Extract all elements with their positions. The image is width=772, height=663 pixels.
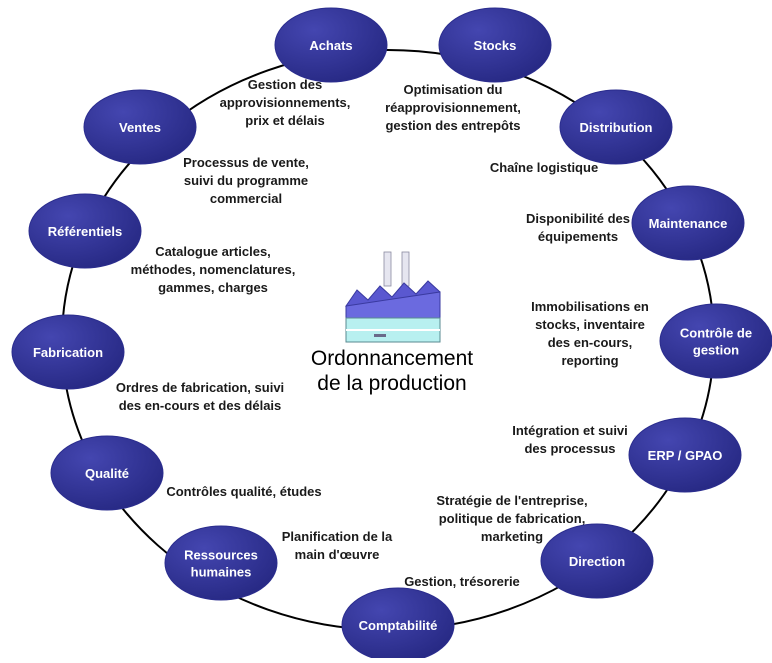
annotation-direction-line: marketing: [481, 529, 543, 544]
center-title-line: Ordonnancement: [311, 347, 473, 370]
node-controle-de-gestion-label: gestion: [693, 343, 739, 358]
node-qualite: Qualité: [50, 435, 164, 511]
annotation-controle-de-gestion-line: stocks, inventaire: [535, 317, 645, 332]
annotation-stocks-line: gestion des entrepôts: [385, 118, 520, 133]
node-direction-shape: [540, 523, 654, 599]
annotation-achats-line: approvisionnements,: [220, 95, 351, 110]
node-stocks: Stocks: [438, 7, 552, 83]
node-distribution: Distribution: [559, 89, 673, 165]
annotation-referentiels-line: gammes, charges: [158, 280, 268, 295]
node-controle-de-gestion-shape: [659, 303, 772, 379]
annotation-comptabilite-line: Gestion, trésorerie: [404, 574, 520, 589]
node-maintenance-label: Maintenance: [649, 216, 728, 231]
node-controle-de-gestion: Contrôle de gestion: [659, 303, 772, 379]
node-ressources-humaines-shape: [164, 525, 278, 601]
annotation-ventes-line: suivi du programme: [184, 173, 308, 188]
annotation-ventes-line: commercial: [210, 191, 282, 206]
annotation-referentiels: Catalogue articles, méthodes, nomenclatur…: [131, 244, 296, 295]
node-qualite-shape: [50, 435, 164, 511]
annotation-controle-de-gestion-line: reporting: [561, 353, 618, 368]
node-fabrication: Fabrication: [11, 314, 125, 390]
annotation-distribution: Chaîne logistique: [490, 160, 598, 175]
annotation-fabrication-line: des en-cours et des délais: [119, 398, 282, 413]
annotation-controle-de-gestion-line: des en-cours,: [548, 335, 633, 350]
node-ressources-humaines: Ressources humaines: [164, 525, 278, 601]
factory-icon: [345, 251, 441, 343]
annotation-ventes-line: Processus de vente,: [183, 155, 309, 170]
annotation-comptabilite: Gestion, trésorerie: [404, 574, 520, 589]
node-erp-gpao-label: ERP / GPAO: [648, 448, 723, 463]
annotation-ressources-humaines: Planification de la main d'œuvre: [282, 529, 393, 562]
annotation-direction-line: politique de fabrication,: [439, 511, 586, 526]
annotation-fabrication: Ordres de fabrication, suivi des en-cours…: [116, 380, 284, 413]
node-comptabilite-label: Comptabilité: [359, 618, 438, 633]
annotation-erp-gpao-line: Intégration et suivi: [512, 423, 628, 438]
annotation-qualite-line: Contrôles qualité, études: [166, 484, 321, 499]
annotation-achats: Gestion des approvisionnements, prix et dé…: [220, 77, 351, 128]
node-ventes: Ventes: [83, 89, 197, 165]
annotation-maintenance-line: équipements: [538, 229, 618, 244]
node-achats: Achats: [274, 7, 388, 83]
node-ressources-humaines-label: Ressources: [184, 548, 258, 563]
annotation-stocks: Optimisation du réapprovisionnement, gesti…: [385, 82, 521, 133]
annotation-achats-line: Gestion des: [248, 77, 322, 92]
annotation-distribution-line: Chaîne logistique: [490, 160, 598, 175]
node-achats-shape: [274, 7, 388, 83]
annotation-ventes: Processus de vente, suivi du programme com…: [183, 155, 309, 206]
node-ventes-shape: [83, 89, 197, 165]
annotation-controle-de-gestion-line: Immobilisations en: [531, 299, 649, 314]
node-controle-de-gestion-label: Contrôle de: [680, 326, 752, 341]
annotation-ressources-humaines-line: Planification de la: [282, 529, 393, 544]
annotation-stocks-line: Optimisation du: [404, 82, 503, 97]
annotation-achats-line: prix et délais: [245, 113, 324, 128]
annotation-stocks-line: réapprovisionnement,: [385, 100, 521, 115]
annotation-fabrication-line: Ordres de fabrication, suivi: [116, 380, 284, 395]
node-maintenance-shape: [631, 185, 745, 261]
node-maintenance: Maintenance: [631, 185, 745, 261]
node-distribution-label: Distribution: [580, 120, 653, 135]
department-nodes: Achats StocksDistributionMaintenanceContr…: [11, 7, 772, 663]
node-direction: Direction: [540, 523, 654, 599]
annotation-qualite: Contrôles qualité, études: [166, 484, 321, 499]
annotation-referentiels-line: Catalogue articles,: [155, 244, 271, 259]
annotation-direction-line: Stratégie de l'entreprise,: [436, 493, 587, 508]
node-erp-gpao: ERP / GPAO: [628, 417, 742, 493]
node-erp-gpao-shape: [628, 417, 742, 493]
node-stocks-label: Stocks: [474, 38, 517, 53]
annotations: Gestion des approvisionnements, prix et dé…: [116, 77, 649, 589]
node-distribution-shape: [559, 89, 673, 165]
node-referentiels-label: Référentiels: [48, 224, 122, 239]
node-achats-label: Achats: [309, 38, 352, 53]
node-fabrication-label: Fabrication: [33, 345, 103, 360]
annotation-direction: Stratégie de l'entreprise, politique de f…: [436, 493, 587, 544]
annotation-controle-de-gestion: Immobilisations en stocks, inventaire des …: [531, 299, 649, 368]
annotation-maintenance-line: Disponibilité des: [526, 211, 630, 226]
annotation-erp-gpao: Intégration et suivi des processus: [512, 423, 628, 456]
node-direction-label: Direction: [569, 554, 625, 569]
node-comptabilite: Comptabilité: [341, 587, 455, 663]
node-stocks-shape: [438, 7, 552, 83]
center-title-line: de la production: [317, 372, 466, 395]
node-ventes-label: Ventes: [119, 120, 161, 135]
node-referentiels-shape: [28, 193, 142, 269]
annotation-maintenance: Disponibilité des équipements: [526, 211, 630, 244]
node-fabrication-shape: [11, 314, 125, 390]
node-ressources-humaines-label: humaines: [191, 565, 252, 580]
annotation-ressources-humaines-line: main d'œuvre: [295, 547, 380, 562]
annotation-erp-gpao-line: des processus: [524, 441, 615, 456]
annotation-referentiels-line: méthodes, nomenclatures,: [131, 262, 296, 277]
node-qualite-label: Qualité: [85, 466, 129, 481]
node-referentiels: Référentiels: [28, 193, 142, 269]
